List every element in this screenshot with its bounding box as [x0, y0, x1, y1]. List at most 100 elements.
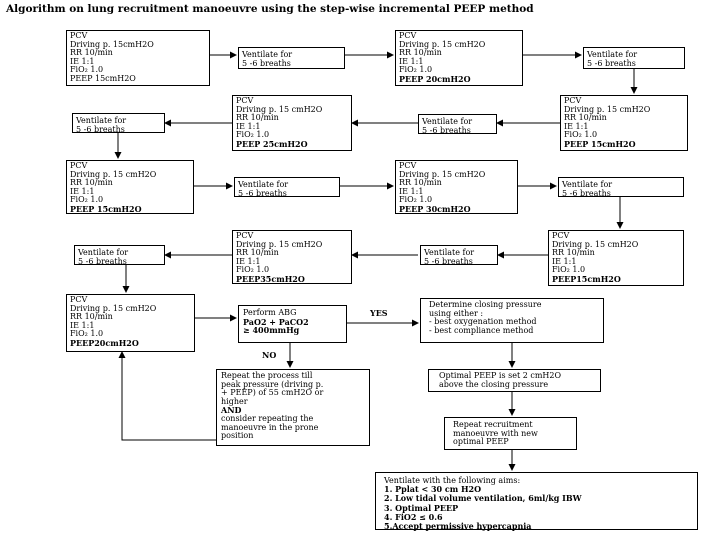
recruit-line: manoeuvre with new: [453, 428, 538, 438]
ventilate-line: Ventilate for: [76, 116, 127, 125]
step-line: FiO₂ 1.0: [399, 65, 433, 75]
aim-item: 1. Pplat < 30 cm H2O: [384, 484, 482, 495]
recruit-line: Repeat recruitment: [453, 420, 533, 429]
step-line: Driving p. 15 cmH2O: [236, 239, 323, 249]
ventilate-line: 5 -6 breaths: [587, 59, 636, 68]
step-line: IE 1:1: [70, 56, 95, 66]
step-line: PCV: [236, 96, 254, 105]
step-peep: PEEP 25cmH2O: [236, 138, 308, 149]
step-line: Driving p. 15 cmH2O: [70, 303, 157, 313]
step-line: PCV: [399, 31, 417, 40]
step-line: Driving p. 15 cmH2O: [70, 169, 157, 179]
repeat-recruitment-box: Repeat recruitment manoeuvre with new op…: [444, 417, 577, 450]
step-line: Driving p. 15 cmH2O: [552, 239, 639, 249]
ventilate-line: Ventilate for: [424, 248, 475, 257]
step-peep: PEEP 30cmH2O: [399, 203, 471, 214]
aim-item: 5.Accept permissive hypercapnia: [384, 521, 532, 532]
repeat-line: manoeuvre in the prone: [221, 422, 319, 432]
ventilate-line: 5 -6 breaths: [242, 59, 291, 68]
step-peep: PEEP 15cmH2O: [70, 73, 136, 83]
repeat-line: consider repeating the: [221, 413, 314, 423]
step-line: Driving p. 15 cmH2O: [236, 104, 323, 114]
step-line: RR 10/min: [70, 312, 113, 322]
step-line: RR 10/min: [70, 48, 113, 58]
ventilate-box: Ventilate for 5 -6 breaths: [238, 47, 345, 69]
step-peep: PEEP20cmH2O: [70, 337, 139, 348]
ventilation-aims-box: Ventilate with the following aims: 1. Pp…: [375, 472, 698, 532]
step-line: PCV: [70, 161, 88, 170]
ventilate-box: Ventilate for 5 -6 breaths: [72, 113, 165, 134]
ventilate-box: Ventilate for 5 -6 breaths: [558, 177, 684, 198]
ventilate-box: Ventilate for 5 -6 breaths: [234, 177, 340, 198]
step-line: FiO₂ 1.0: [564, 130, 598, 140]
step-box-peep15-c: PCV Driving p. 15 cmH2O RR 10/min IE 1:1…: [66, 160, 194, 214]
step-peep: PEEP15cmH2O: [552, 273, 621, 284]
ventilate-box: Ventilate for 5 -6 breaths: [583, 47, 685, 69]
ventilate-line: 5 -6 breaths: [424, 257, 473, 266]
step-line: Driving p. 15cmH2O: [70, 39, 154, 49]
ventilate-box: Ventilate for 5 -6 breaths: [420, 245, 498, 266]
step-peep: PEEP35cmH2O: [236, 273, 305, 284]
aim-item: 3. Optimal PEEP: [384, 502, 459, 513]
step-line: RR 10/min: [399, 48, 442, 58]
abg-line: PaO2 + PaCO2: [243, 316, 309, 327]
step-line: FiO₂ 1.0: [399, 195, 433, 205]
step-line: IE 1:1: [552, 256, 577, 266]
optimal-line: Optimal PEEP is set 2 cmH2O: [439, 371, 562, 380]
step-box-peep20: PCV Driving p. 15 cmH2O RR 10/min IE 1:1…: [395, 30, 523, 86]
step-line: Driving p. 15 cmH2O: [399, 39, 486, 49]
step-line: PCV: [70, 31, 88, 40]
step-line: RR 10/min: [552, 248, 595, 258]
ventilate-box: Ventilate for 5 -6 breaths: [74, 245, 165, 266]
step-line: FiO₂ 1.0: [552, 265, 586, 275]
step-line: IE 1:1: [399, 186, 424, 196]
step-box-peep35: PCV Driving p. 15 cmH2O RR 10/min IE 1:1…: [232, 230, 352, 284]
closing-pressure-box: Determine closing pressure using either …: [420, 298, 604, 343]
step-line: FiO₂ 1.0: [70, 195, 104, 205]
step-box-peep15-a: PCV Driving p. 15cmH2O RR 10/min IE 1:1 …: [66, 30, 210, 86]
abg-line: Perform ABG: [243, 308, 297, 317]
closing-line: Determine closing pressure: [429, 300, 542, 309]
closing-line: - best oxygenation method: [429, 317, 537, 327]
ventilate-line: 5 -6 breaths: [238, 189, 287, 198]
step-line: IE 1:1: [70, 320, 95, 330]
ventilate-line: 5 -6 breaths: [76, 125, 125, 134]
step-peep: PEEP 20cmH2O: [399, 73, 471, 84]
ventilate-line: 5 -6 breaths: [78, 257, 127, 266]
step-line: IE 1:1: [236, 121, 261, 131]
repeat-process-box: Repeat the process till peak pressure (d…: [216, 369, 370, 446]
closing-line: - best compliance method: [429, 325, 534, 335]
step-line: IE 1:1: [399, 56, 424, 66]
abg-box: Perform ABG PaO2 + PaCO2 ≥ 400mmHg: [238, 305, 347, 343]
step-line: PCV: [564, 96, 582, 105]
ventilate-line: Ventilate for: [562, 180, 613, 189]
step-box-peep15-d: PCV Driving p. 15 cmH2O RR 10/min IE 1:1…: [548, 230, 684, 286]
aim-item: 2. Low tidal volume ventilation, 6ml/kg …: [384, 493, 582, 504]
step-line: IE 1:1: [70, 186, 95, 196]
step-peep: PEEP 15cmH2O: [564, 138, 636, 149]
ventilate-box: Ventilate for 5 -6 breaths: [418, 114, 497, 135]
step-line: FiO₂ 1.0: [236, 265, 270, 275]
repeat-line: + PEEP) of 55 cmH2O or: [221, 388, 324, 398]
repeat-line: Repeat the process till: [221, 371, 313, 380]
ventilate-line: Ventilate for: [78, 248, 129, 257]
step-line: FiO₂ 1.0: [70, 329, 104, 339]
aims-heading: Ventilate with the following aims:: [384, 476, 521, 485]
step-line: PCV: [552, 231, 570, 240]
repeat-line: higher: [221, 396, 248, 406]
ventilate-line: Ventilate for: [242, 50, 293, 59]
aim-item: 4. FiO2 ≤ 0.6: [384, 511, 443, 522]
step-line: IE 1:1: [564, 121, 589, 131]
step-box-peep30: PCV Driving p. 15 cmH2O RR 10/min IE 1:1…: [395, 160, 518, 214]
step-peep: PEEP 15cmH2O: [70, 203, 142, 214]
step-line: RR 10/min: [399, 178, 442, 188]
no-label: NO: [262, 350, 277, 360]
ventilate-line: 5 -6 breaths: [422, 126, 471, 135]
step-line: PCV: [236, 231, 254, 240]
recruit-line: optimal PEEP: [453, 437, 509, 447]
repeat-line: AND: [221, 405, 242, 416]
step-box-peep20-final: PCV Driving p. 15 cmH2O RR 10/min IE 1:1…: [66, 294, 195, 352]
ventilate-line: Ventilate for: [587, 50, 638, 59]
optimal-peep-box: Optimal PEEP is set 2 cmH2O above the cl…: [428, 369, 601, 392]
